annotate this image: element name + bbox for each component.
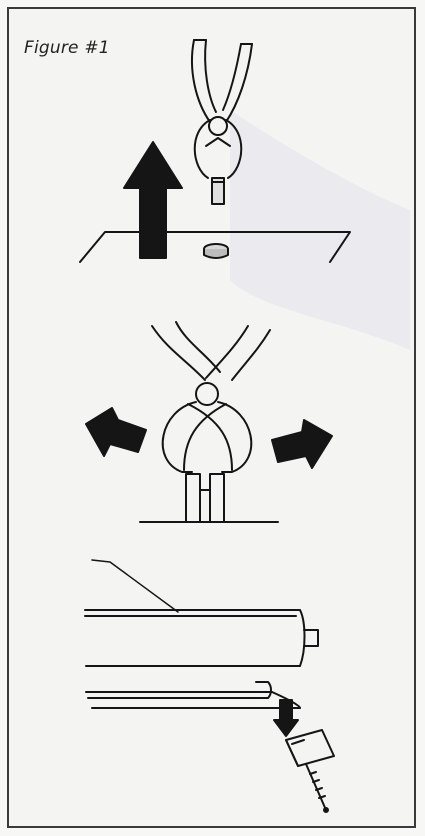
panel-2 — [86, 322, 332, 522]
background-shade — [230, 110, 410, 350]
leader-line — [92, 560, 178, 612]
screw-icon — [306, 764, 328, 812]
rivet-icon — [204, 244, 228, 258]
down-arrow-icon — [274, 700, 298, 736]
up-arrow-icon — [124, 142, 182, 258]
squeeze-left-arrow-icon — [86, 408, 146, 456]
clip-icon — [286, 730, 334, 766]
panel-3 — [85, 560, 334, 812]
squeeze-right-arrow-icon — [272, 420, 332, 468]
pliers-icon — [152, 322, 270, 522]
top-rail — [85, 610, 305, 666]
